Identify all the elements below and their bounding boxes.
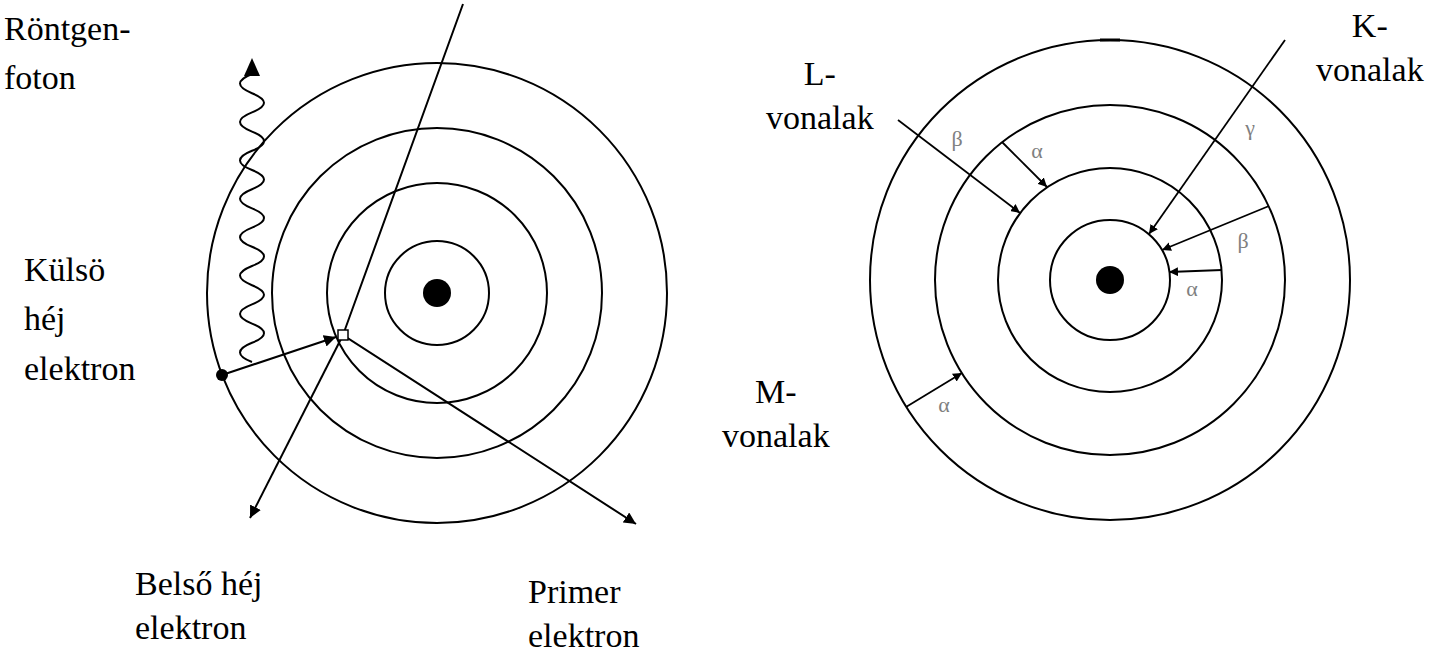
- transition-arrow: [1162, 206, 1269, 250]
- transition-letter: α: [938, 394, 950, 416]
- transition-arrow: [898, 120, 1020, 213]
- primary-electron-path: [343, 4, 636, 524]
- vacancy-mark: [338, 330, 348, 340]
- series-label: L- vonalak: [766, 52, 874, 140]
- shell-ring: [327, 183, 547, 403]
- nucleus: [1096, 266, 1124, 294]
- shell-ring: [1050, 220, 1170, 340]
- transition-arrow: [906, 373, 962, 407]
- transition-arrow: [1169, 270, 1222, 272]
- ring-tick: [1100, 39, 1120, 42]
- transition-letter: α: [1186, 278, 1198, 300]
- transition-letter: γ: [1245, 117, 1255, 139]
- series-label: M- vonalak: [722, 370, 830, 458]
- transition-letter: β: [1237, 230, 1248, 252]
- photon-wave: [240, 74, 264, 362]
- photon-arrowhead: [244, 58, 260, 76]
- shell-ring: [870, 40, 1350, 520]
- outer-electron-label: Külsö héj elektron: [24, 245, 135, 393]
- transition-letter: β: [951, 128, 962, 150]
- shell-ring: [207, 63, 667, 523]
- nucleus: [423, 279, 451, 307]
- shell-ring: [272, 128, 602, 458]
- primary-electron-label: Primer elektron: [528, 570, 639, 658]
- outer-electron-dot: [216, 369, 228, 381]
- outer-electron-path: [222, 337, 336, 375]
- shell-ring: [998, 168, 1222, 392]
- inner-electron-label: Belső héj elektron: [135, 562, 295, 650]
- shell-ring: [935, 105, 1285, 455]
- transition-letter: α: [1031, 140, 1043, 162]
- series-label: K- vonalak: [1316, 4, 1424, 92]
- transition-arrow: [1149, 40, 1285, 234]
- photon-label: Röntgen- foton: [4, 4, 131, 103]
- shell-ring: [385, 241, 489, 345]
- ejected-electron-path: [250, 335, 343, 518]
